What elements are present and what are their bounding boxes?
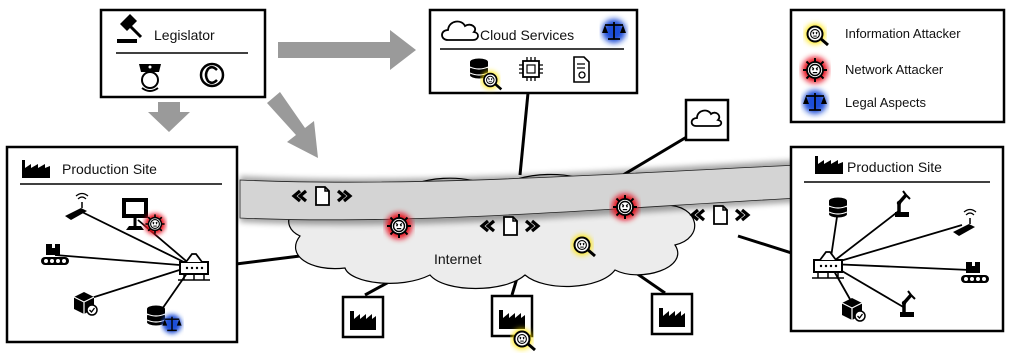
network-attacker-icon bbox=[145, 214, 166, 235]
factory-icon bbox=[650, 292, 694, 336]
computer-icon bbox=[122, 198, 148, 230]
production-site-left: Production Site bbox=[5, 145, 239, 344]
legal-scales-icon bbox=[803, 90, 827, 114]
link-cloud-services bbox=[518, 92, 530, 176]
legal-scales-icon bbox=[162, 314, 181, 333]
arrow-legislator-to-left-site bbox=[148, 102, 190, 132]
factory-icon bbox=[22, 160, 50, 178]
database-icon bbox=[828, 196, 848, 219]
legal-scales-icon bbox=[602, 19, 626, 43]
legislator-title: Legislator bbox=[154, 27, 215, 43]
right-site-title: Production Site bbox=[847, 159, 942, 175]
internet-label: Internet bbox=[434, 251, 482, 267]
network-attacker-icon bbox=[802, 57, 828, 83]
small-cloud-box bbox=[684, 98, 730, 142]
cloud-services-title: Cloud Services bbox=[480, 27, 574, 43]
legend-label-legal-aspects: Legal Aspects bbox=[845, 95, 926, 110]
legislator-box: Legislator bbox=[99, 8, 267, 99]
legend-box: Information Attacker Network Attacker Le… bbox=[789, 8, 1006, 124]
gavel-icon bbox=[117, 14, 143, 43]
network-attacker-icon bbox=[612, 194, 638, 220]
data-flow-arrow-right bbox=[692, 206, 748, 224]
certificate-document-icon bbox=[573, 56, 590, 83]
network-attacker-icon bbox=[386, 213, 412, 239]
copyright-icon bbox=[199, 62, 225, 88]
police-officer-icon bbox=[139, 64, 161, 92]
factory-icon bbox=[341, 295, 385, 339]
legend-label-information-attacker: Information Attacker bbox=[845, 26, 961, 41]
secure-tunnel bbox=[239, 160, 801, 225]
production-site-right: Production Site bbox=[789, 145, 1005, 333]
arrow-legislator-to-cloud bbox=[278, 30, 416, 70]
flow-arrows bbox=[148, 30, 416, 158]
cloud-services-box: Cloud Services bbox=[428, 8, 639, 95]
database-icon bbox=[146, 304, 166, 327]
left-site-title: Production Site bbox=[62, 161, 157, 177]
cloud-icon bbox=[690, 109, 723, 127]
arrow-legislator-to-internet bbox=[267, 92, 318, 158]
processor-chip-icon bbox=[519, 57, 543, 81]
legend-label-network-attacker: Network Attacker bbox=[845, 62, 944, 77]
cloud-icon bbox=[441, 20, 479, 41]
factory-icon bbox=[815, 156, 843, 174]
